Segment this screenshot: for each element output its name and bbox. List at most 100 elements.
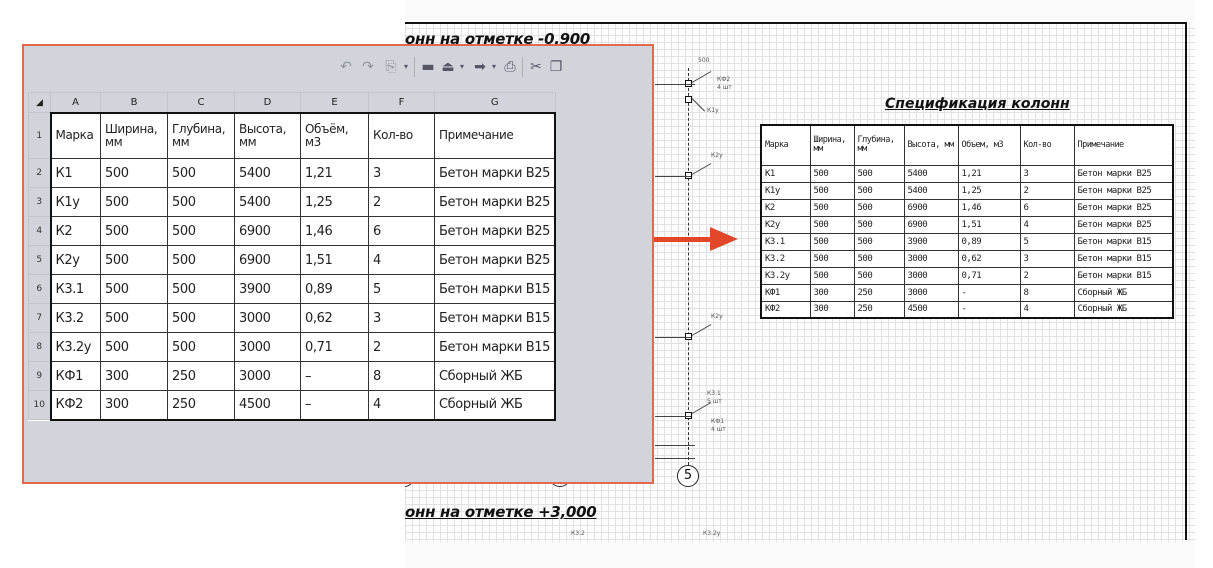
dropdown-icon[interactable]: ▾ — [459, 62, 464, 71]
column-header-b[interactable]: B — [100, 92, 168, 113]
cell[interactable]: 3000 — [234, 361, 301, 391]
select-all-corner[interactable]: ◢ — [28, 92, 51, 113]
cell[interactable]: 1,46 — [300, 216, 369, 246]
cell[interactable]: Кол-во — [368, 111, 435, 159]
cell[interactable]: 6900 — [234, 245, 301, 275]
print-icon[interactable]: ⎙ — [504, 59, 516, 75]
cell[interactable]: 5 — [368, 274, 435, 304]
cell[interactable]: 4 — [368, 390, 435, 421]
cell[interactable]: К3.2у — [49, 332, 101, 362]
cell[interactable]: – — [300, 361, 369, 391]
cell[interactable]: 500 — [167, 158, 235, 188]
cell[interactable]: Бетон марки В15 — [434, 332, 556, 362]
spec-table[interactable]: Марка Ширина, мм Глубина, мм Высота, мм … — [760, 124, 1174, 319]
paste-icon[interactable]: ⎘ — [385, 59, 397, 75]
column-header-d[interactable]: D — [234, 92, 301, 113]
cell[interactable]: Бетон марки В25 — [434, 216, 556, 246]
cell[interactable]: К2у — [49, 245, 101, 275]
cell[interactable]: 4500 — [234, 390, 301, 421]
column-node[interactable] — [685, 80, 692, 87]
row-header[interactable]: 4 — [28, 216, 51, 246]
cell[interactable]: 500 — [100, 245, 168, 275]
cell[interactable]: 300 — [100, 390, 168, 421]
cut-icon[interactable]: ✂ — [530, 59, 542, 75]
cell[interactable]: – — [300, 390, 369, 421]
cell[interactable]: КФ2 — [49, 390, 101, 421]
cell[interactable]: 1,21 — [300, 158, 369, 188]
cell[interactable]: 500 — [167, 245, 235, 275]
cell[interactable]: К1у — [49, 187, 101, 217]
cell[interactable]: 500 — [100, 158, 168, 188]
row-header[interactable]: 8 — [28, 332, 51, 362]
cell[interactable]: 6 — [368, 216, 435, 246]
cell[interactable]: К2 — [49, 216, 101, 246]
row-header[interactable]: 9 — [28, 361, 51, 391]
cell[interactable]: Глубина, мм — [167, 111, 235, 159]
cell[interactable]: Бетон марки В25 — [434, 187, 556, 217]
cell[interactable]: К1 — [49, 158, 101, 188]
column-node[interactable] — [685, 333, 692, 340]
cell[interactable]: 6900 — [234, 216, 301, 246]
column-node[interactable] — [685, 172, 692, 179]
row-header[interactable]: 7 — [28, 303, 51, 333]
row-header[interactable]: 5 — [28, 245, 51, 275]
print-preview-icon[interactable]: ⏏ — [441, 59, 455, 75]
folder-icon[interactable]: ▬ — [421, 59, 435, 75]
cell[interactable]: 4 — [368, 245, 435, 275]
row-header[interactable]: 6 — [28, 274, 51, 304]
cell[interactable]: Бетон марки В15 — [434, 274, 556, 304]
row-header[interactable]: 1 — [28, 112, 51, 159]
column-header-f[interactable]: F — [368, 92, 435, 113]
dropdown-icon[interactable]: ▾ — [491, 62, 496, 71]
cell[interactable]: Примечание — [434, 111, 556, 159]
cell[interactable]: 0,62 — [300, 303, 369, 333]
column-header-c[interactable]: C — [167, 92, 235, 113]
column-header-g[interactable]: G — [434, 92, 556, 113]
cell[interactable]: 5400 — [234, 187, 301, 217]
cell[interactable]: КФ1 — [49, 361, 101, 391]
column-node[interactable] — [685, 96, 692, 103]
cell[interactable]: 500 — [100, 187, 168, 217]
redo-icon[interactable]: ↷ — [362, 59, 374, 75]
cell[interactable]: 5400 — [234, 158, 301, 188]
row-header[interactable]: 2 — [28, 158, 51, 188]
cell[interactable]: 3000 — [234, 332, 301, 362]
cell[interactable]: 1,51 — [300, 245, 369, 275]
cell[interactable]: 500 — [100, 332, 168, 362]
cell[interactable]: 3900 — [234, 274, 301, 304]
cell[interactable]: Бетон марки В25 — [434, 158, 556, 188]
cell[interactable]: 500 — [167, 332, 235, 362]
spreadsheet-window[interactable]: ↶ ↷ ⎘ ▾ ▬ ⏏ ▾ ➡ ▾ ⎙ ✂ ❐ ◢ A B C D — [22, 44, 654, 484]
cell[interactable]: 3000 — [234, 303, 301, 333]
copy-icon[interactable]: ❐ — [549, 59, 563, 75]
cell[interactable]: 500 — [167, 216, 235, 246]
cell[interactable]: 250 — [167, 390, 235, 421]
cell[interactable]: 300 — [100, 361, 168, 391]
export-icon[interactable]: ➡ — [474, 59, 486, 75]
row-header[interactable]: 3 — [28, 187, 51, 217]
cell[interactable]: 1,25 — [300, 187, 369, 217]
cell[interactable]: 500 — [100, 216, 168, 246]
cell[interactable]: 500 — [167, 274, 235, 304]
cell[interactable]: 2 — [368, 332, 435, 362]
cell[interactable]: 3 — [368, 158, 435, 188]
cell[interactable]: 0,89 — [300, 274, 369, 304]
cell[interactable]: 250 — [167, 361, 235, 391]
cell[interactable]: 500 — [100, 274, 168, 304]
row-header[interactable]: 10 — [28, 390, 51, 420]
cell[interactable]: К3.1 — [49, 274, 101, 304]
cell[interactable]: 0,71 — [300, 332, 369, 362]
cell[interactable]: Бетон марки В25 — [434, 245, 556, 275]
column-node[interactable] — [685, 412, 692, 419]
dropdown-icon[interactable]: ▾ — [403, 62, 408, 71]
cell[interactable]: Бетон марки В15 — [434, 303, 556, 333]
cell[interactable]: 8 — [368, 361, 435, 391]
column-header-a[interactable]: A — [50, 92, 101, 113]
cell[interactable]: 2 — [368, 187, 435, 217]
cell[interactable]: Высота, мм — [234, 111, 301, 159]
spreadsheet-grid[interactable]: ◢ A B C D E F G 1 Марка Ширина, мм Глуби… — [28, 92, 556, 421]
cell[interactable]: Ширина, мм — [100, 111, 168, 159]
cell[interactable]: 500 — [100, 303, 168, 333]
cell[interactable]: 500 — [167, 187, 235, 217]
cell[interactable]: Объём, м3 — [300, 111, 369, 159]
